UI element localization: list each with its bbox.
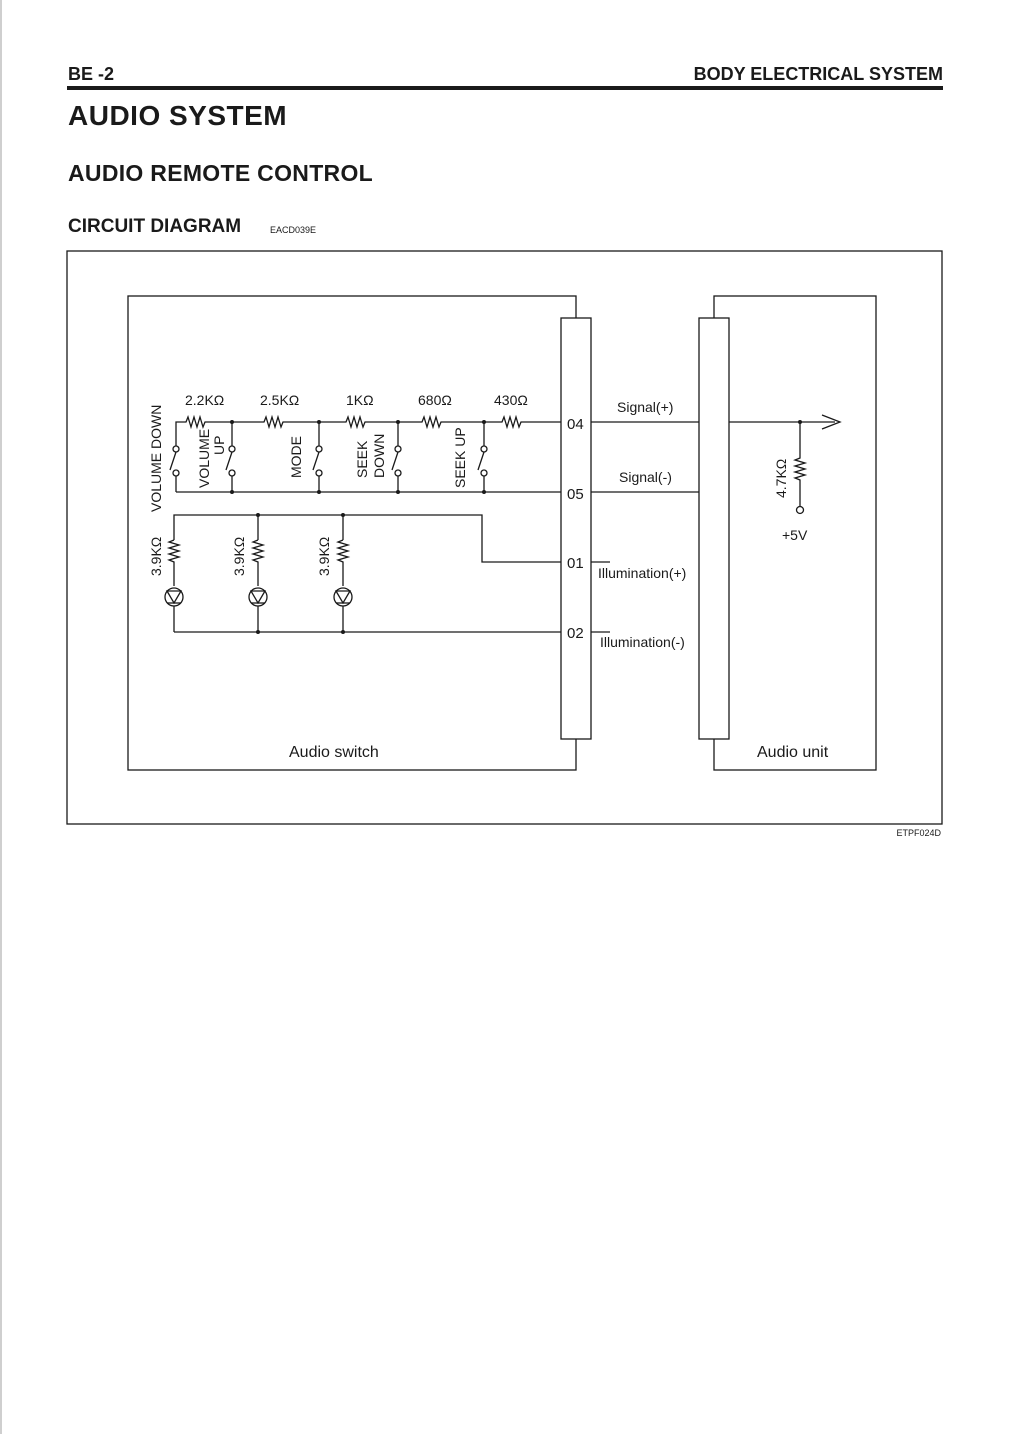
switch-seek-down: [391, 422, 402, 492]
resistor-label-r4: 680Ω: [418, 392, 452, 408]
lamp-2: [248, 587, 268, 632]
switch-mode: [312, 422, 323, 492]
pin-label-05: 05: [567, 486, 584, 503]
lamp-resistor-label-2: 3.9KΩ: [231, 537, 247, 576]
switch-label-volume-up-2: UP: [211, 436, 227, 455]
page-number: BE -2: [68, 64, 115, 84]
lamp-1: [164, 587, 184, 632]
audio-unit-label: Audio unit: [757, 744, 829, 761]
unit-connector: [698, 317, 730, 740]
lamp-resistor-label-3: 3.9KΩ: [316, 537, 332, 576]
switch-volume-up: [225, 422, 236, 492]
switch-label-volume-down: VOLUME DOWN: [148, 405, 164, 512]
page-edge: [0, 0, 2, 1434]
section-heading: CIRCUIT DIAGRAM: [68, 216, 242, 237]
illumination-minus-label: Illumination(-): [600, 634, 685, 650]
switch-label-seek-down-2: DOWN: [371, 434, 387, 478]
switch-seek-up: [477, 422, 488, 492]
header-rule: [67, 86, 943, 90]
resistor-label-r5: 430Ω: [494, 392, 528, 408]
illumination-plus-label: Illumination(+): [598, 565, 686, 581]
signal-plus-label: Signal(+): [617, 399, 673, 415]
switch-volume-down: [169, 445, 180, 477]
lamp-3: [333, 587, 353, 632]
pin-label-01: 01: [567, 555, 584, 572]
resistor-label-r2: 2.5KΩ: [260, 392, 299, 408]
illumination-plus-line: [173, 514, 610, 563]
resistor-label-r3: 1KΩ: [346, 392, 374, 408]
signal-plus-line: [175, 414, 842, 446]
switch-label-seek-down-1: SEEK: [354, 440, 370, 478]
figure-frame: [66, 250, 943, 825]
switch-label-volume-up-1: VOLUME: [196, 429, 212, 488]
audio-switch-box: [127, 295, 577, 771]
switch-label-seek-up: SEEK UP: [452, 427, 468, 488]
section-code: EACD039E: [270, 225, 317, 235]
page-title: AUDIO SYSTEM: [68, 100, 288, 131]
signal-minus-label: Signal(-): [619, 469, 672, 485]
figure-code: ETPF024D: [896, 828, 941, 838]
pin-label-04: 04: [567, 416, 584, 433]
signal-minus-line: [175, 476, 699, 493]
resistor-label-r1: 2.2KΩ: [185, 392, 224, 408]
lamp-resistors: [166, 539, 351, 586]
lamp-resistor-label-1: 3.9KΩ: [148, 537, 164, 576]
supply-label: +5V: [782, 527, 808, 543]
pin-label-02: 02: [567, 625, 584, 642]
audio-switch-label: Audio switch: [289, 744, 379, 761]
switch-connector: [560, 317, 592, 740]
switch-label-mode: MODE: [288, 436, 304, 478]
page-subtitle: AUDIO REMOTE CONTROL: [68, 160, 373, 186]
pullup-resistor-label: 4.7KΩ: [773, 459, 789, 498]
header-section-title: BODY ELECTRICAL SYSTEM: [693, 64, 943, 84]
pullup-resistor: [792, 422, 808, 515]
